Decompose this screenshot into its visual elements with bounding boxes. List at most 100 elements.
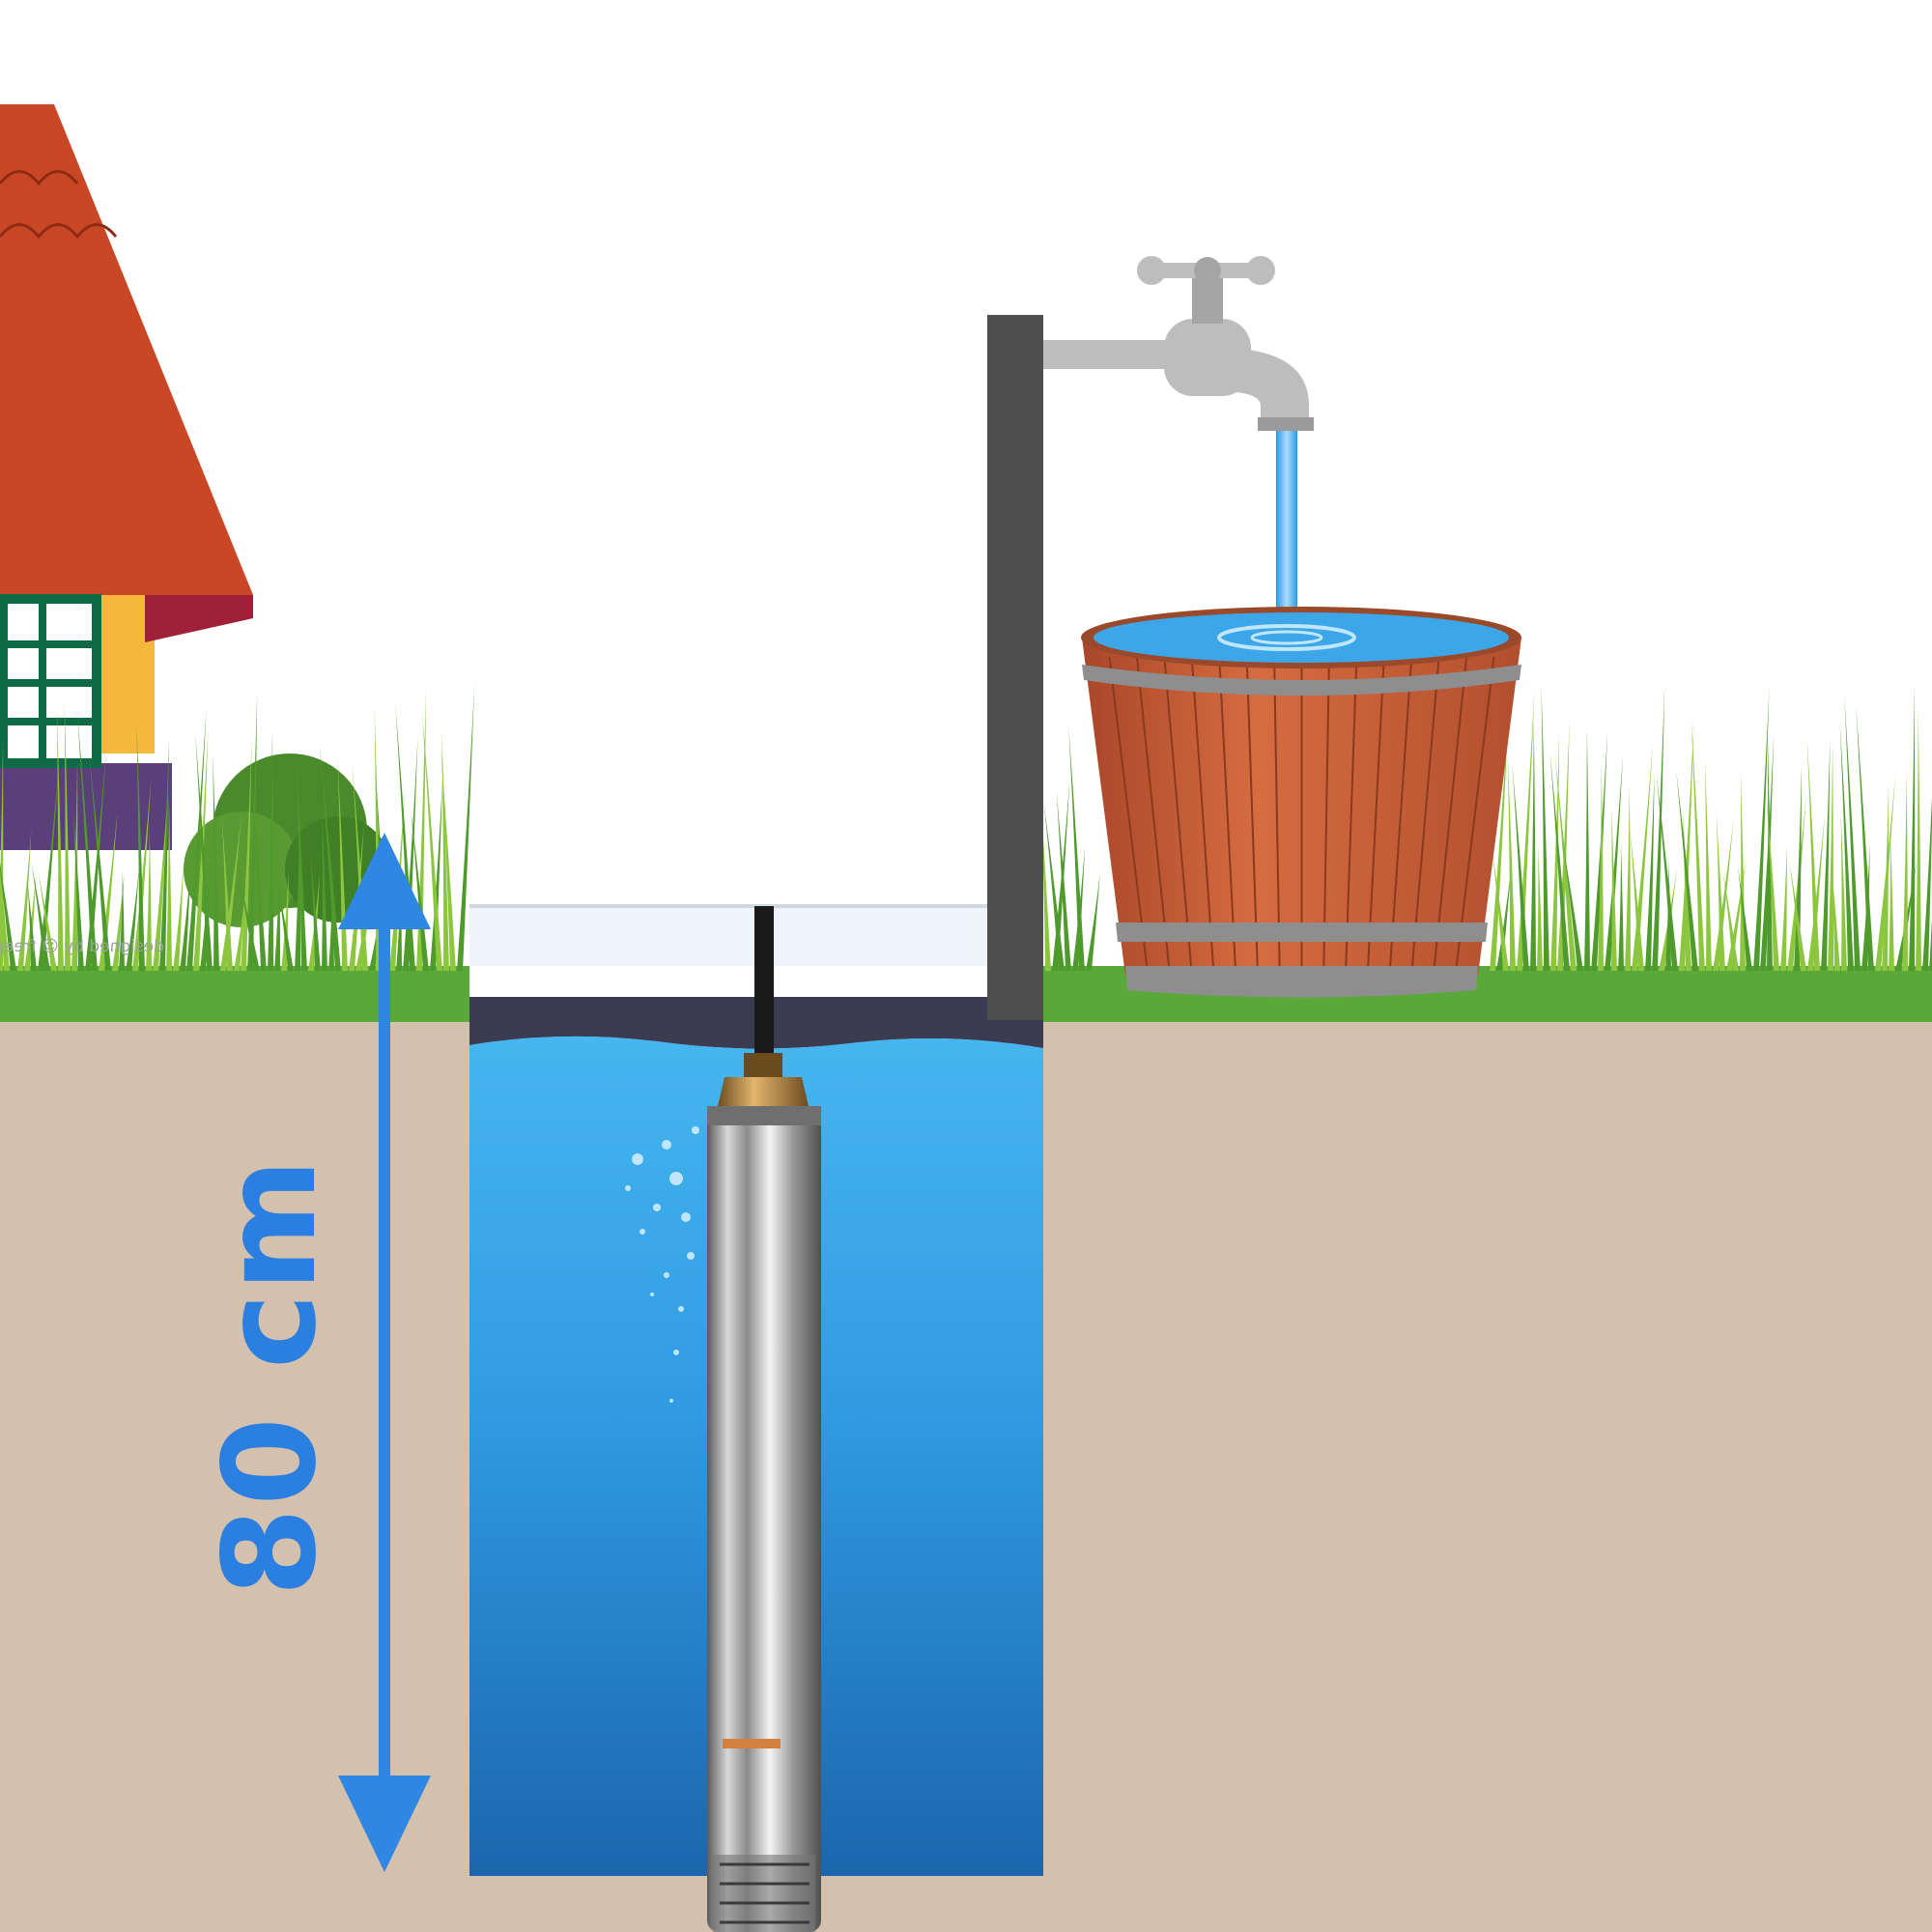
grass-strip-left xyxy=(0,966,469,1022)
grass-blade xyxy=(153,791,168,971)
barrel-stave xyxy=(1135,656,1171,972)
barrel-stave xyxy=(1433,656,1468,972)
grass-blade xyxy=(295,800,301,971)
grass-blade xyxy=(310,849,321,971)
grass-blade xyxy=(1856,704,1874,971)
pump-cable xyxy=(754,906,774,1061)
grass-blade xyxy=(251,775,267,971)
grass-blade xyxy=(1929,918,1932,971)
grass-blade xyxy=(1561,836,1583,971)
grass-blade xyxy=(1645,772,1655,971)
barrel xyxy=(1081,607,1521,998)
grass-blade xyxy=(1550,732,1560,971)
grass-blade xyxy=(56,704,64,971)
grass-blade xyxy=(1840,813,1847,971)
grass-blade xyxy=(1704,758,1712,971)
grass-blade xyxy=(72,809,84,971)
grass-blade xyxy=(1831,858,1840,971)
grass-blade xyxy=(1780,843,1787,971)
grass-blade xyxy=(1086,872,1100,971)
grass-blade xyxy=(349,824,364,971)
grass-blade xyxy=(89,753,111,971)
barrel-stave xyxy=(1108,656,1149,972)
grass-blade xyxy=(308,874,321,971)
grass-blade xyxy=(1043,802,1065,971)
grass-blade xyxy=(1611,807,1617,971)
grass-blade xyxy=(1889,836,1894,971)
grass-blade xyxy=(1625,785,1631,971)
grass-blade xyxy=(421,707,442,971)
grass-blade xyxy=(1507,752,1516,971)
grass-blade xyxy=(17,829,32,971)
grass-blade xyxy=(1806,736,1820,971)
grass-blade xyxy=(136,723,145,971)
grass-blade xyxy=(1760,733,1775,971)
grass-blade xyxy=(126,867,140,971)
grass-blade xyxy=(1882,781,1889,971)
barrel-stave xyxy=(1190,656,1215,972)
barrel-stave xyxy=(1366,656,1385,972)
house xyxy=(0,104,253,850)
grass-blade xyxy=(180,864,191,971)
grass-blade xyxy=(276,879,294,971)
grass-blade xyxy=(1909,682,1916,971)
grass-blade xyxy=(31,862,50,971)
grass-blade xyxy=(71,761,78,971)
barrel-stave xyxy=(1455,656,1495,972)
grass-blade xyxy=(119,870,125,971)
grass-blade xyxy=(1040,798,1051,971)
grass-blade xyxy=(221,815,233,971)
grass-blade xyxy=(1676,769,1698,971)
grass-blade xyxy=(441,728,449,971)
grass-blade xyxy=(322,808,327,971)
water-stream xyxy=(1276,431,1297,638)
grass-blade xyxy=(319,744,341,971)
grass-blade xyxy=(1821,739,1831,971)
grass-blade xyxy=(1068,724,1085,971)
grass-blade xyxy=(27,880,37,971)
barrel-stave xyxy=(1388,656,1413,972)
grass-blade xyxy=(195,732,213,971)
grass-blade xyxy=(1541,683,1549,971)
house-window xyxy=(0,594,101,768)
grass-blade xyxy=(239,874,260,971)
grass-blade xyxy=(1722,870,1739,971)
grass-blade xyxy=(1839,721,1854,971)
depth-arrow xyxy=(338,833,431,1872)
watermark: designed by ☺ freepik xyxy=(0,937,164,956)
barrel-stave xyxy=(1410,656,1440,972)
depth-label-text: 80 cm xyxy=(196,1156,345,1597)
grass-blade xyxy=(296,757,307,971)
grass-blade xyxy=(411,810,429,971)
bush xyxy=(184,753,391,927)
grass-blade xyxy=(24,871,37,971)
grass-blade xyxy=(234,891,246,971)
grass-blade xyxy=(1828,742,1834,971)
grass-blade xyxy=(112,873,125,971)
grass-blade xyxy=(1549,751,1570,971)
grass-blade xyxy=(1537,844,1543,971)
grass-blade xyxy=(389,791,406,971)
grass-blade xyxy=(440,749,456,971)
grass-blade xyxy=(1056,790,1071,971)
grass-blade xyxy=(0,863,16,971)
bubbles xyxy=(625,1126,699,1403)
barrel-stave xyxy=(1345,656,1358,972)
barrel-stave xyxy=(1322,656,1330,972)
grass-blade xyxy=(1690,715,1705,971)
grass-blade xyxy=(1794,764,1803,971)
grass-blade xyxy=(38,871,57,971)
grass-blade xyxy=(0,863,10,971)
grass-blade xyxy=(1492,850,1509,971)
grass-blade xyxy=(1716,813,1725,971)
grass-blade xyxy=(64,697,71,971)
grass-blade xyxy=(1844,694,1861,971)
barrel-stave xyxy=(1245,656,1259,972)
grass-blade xyxy=(1656,772,1678,971)
grass-blade xyxy=(166,791,172,971)
submersible-pump xyxy=(707,906,821,1932)
grass-blade xyxy=(146,827,152,971)
grass-blade xyxy=(173,863,185,971)
barrel-stave xyxy=(1218,656,1237,972)
